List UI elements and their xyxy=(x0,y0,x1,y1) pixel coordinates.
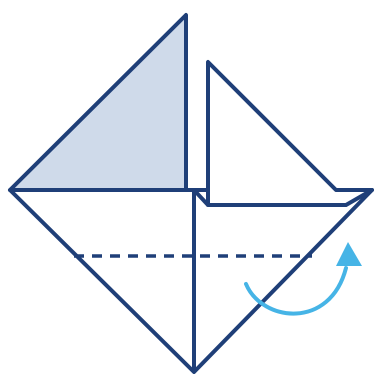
shaded-left-flap xyxy=(10,15,186,190)
arrow-head xyxy=(336,242,362,266)
right-flap xyxy=(208,62,372,205)
base-lower-triangle xyxy=(10,190,372,372)
